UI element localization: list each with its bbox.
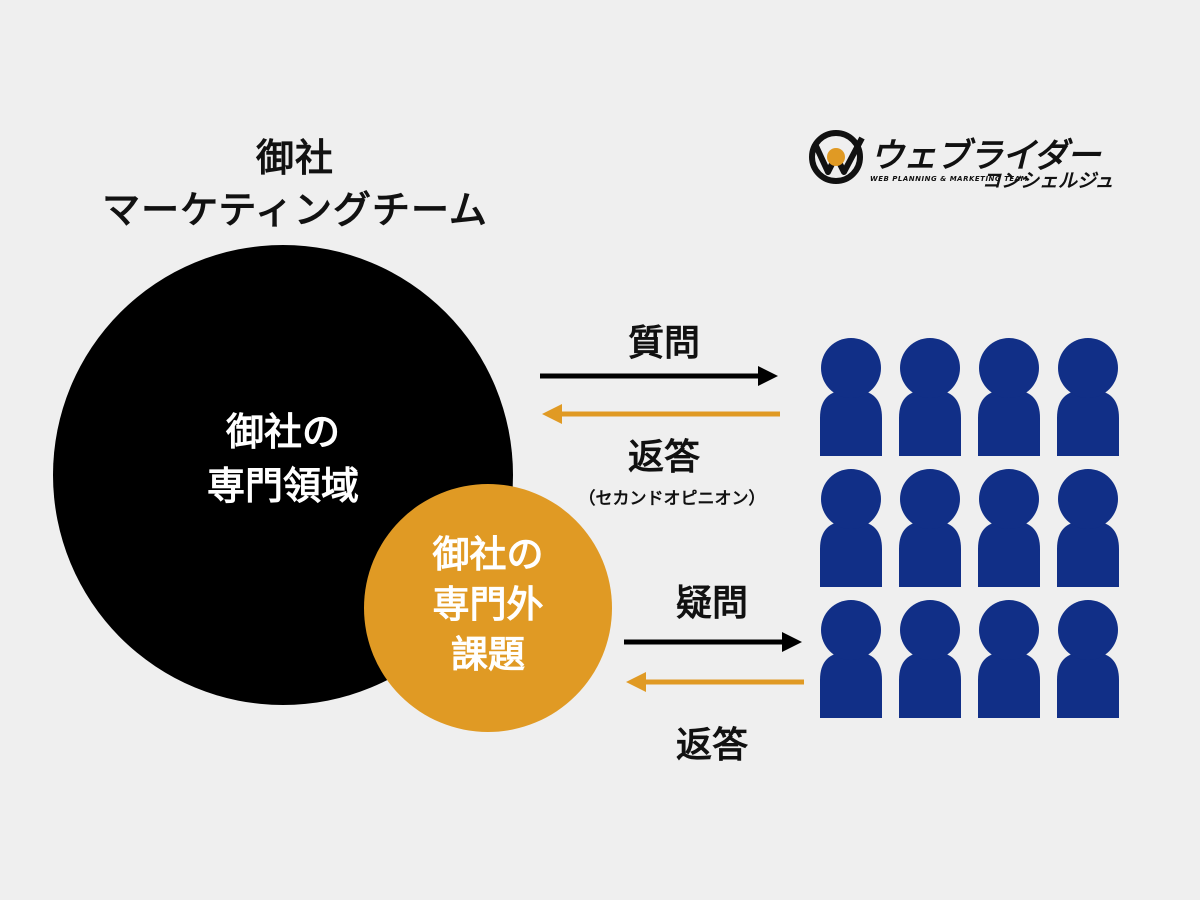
top-answer-arrow (542, 404, 780, 424)
logo-sub-text: コンシェルジュ (982, 170, 1114, 192)
bottom-question-arrow (624, 632, 802, 652)
outside-specialty-label: 御社の 専門外 課題 (364, 530, 612, 680)
person-icon (1057, 338, 1119, 456)
team-title-line1: 御社 (255, 136, 334, 180)
second-opinion-note: （セカンドオピニオン） (578, 489, 766, 509)
person-icon (1057, 600, 1119, 718)
bottom-question-label: 疑問 (675, 583, 748, 624)
bottom-answer-label: 返答 (675, 725, 748, 766)
person-icon (899, 600, 961, 718)
person-icon (978, 469, 1040, 587)
person-icon (899, 338, 961, 456)
person-icon (820, 600, 882, 718)
top-question-label: 質問 (627, 323, 700, 364)
top-answer-label: 返答 (627, 437, 700, 478)
outside-specialty-line3: 課題 (451, 633, 525, 676)
person-icon (899, 469, 961, 587)
logo-main-text: ウェブライダー (870, 136, 1101, 176)
team-title: 御社 マーケティングチーム (60, 132, 530, 236)
person-icon (978, 600, 1040, 718)
person-icon (820, 338, 882, 456)
person-icon (978, 338, 1040, 456)
top-question-arrow (540, 366, 778, 386)
person-icon (820, 469, 882, 587)
logo-tagline: WEB PLANNING & MARKETING TEAM (870, 175, 1029, 183)
outside-specialty-line2: 専門外 (432, 583, 544, 626)
outside-specialty-line1: 御社の (432, 533, 544, 576)
outside-specialty-circle (364, 484, 612, 732)
specialty-label-line2: 専門領域 (206, 464, 359, 508)
logo-mark-icon (809, 130, 865, 184)
people-grid (820, 338, 1119, 718)
person-icon (1057, 469, 1119, 587)
bottom-answer-arrow (626, 672, 804, 692)
specialty-label: 御社の 専門領域 (53, 405, 563, 513)
team-title-line2: マーケティングチーム (102, 188, 488, 232)
specialty-label-line1: 御社の (225, 410, 340, 454)
